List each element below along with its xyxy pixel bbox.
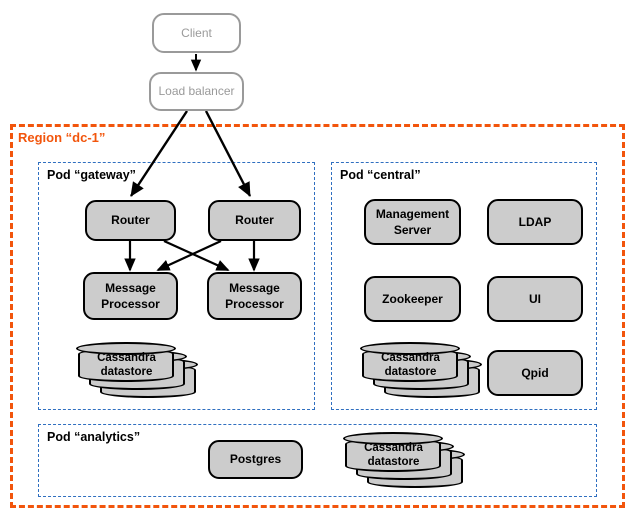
ui-node[interactable]: UI [487,276,583,322]
client-node[interactable]: Client [152,13,241,53]
cassandra-line1-central: Cassandra [381,352,440,364]
zookeeper-label: Zookeeper [382,291,443,306]
cassandra-datastore-stack-gateway[interactable] [76,340,200,402]
router-node-2[interactable]: Router [208,200,301,241]
cassandra-line2-central: datastore [384,366,437,379]
ui-label: UI [529,291,541,306]
management-server-label-line1: Management [375,206,450,221]
cassandra-line1-analytics: Cassandra [364,442,423,454]
load-balancer-node[interactable]: Load balancer [149,72,244,111]
router-node-1[interactable]: Router [85,200,176,241]
cylinder-front-1-top [76,342,176,355]
postgres-node[interactable]: Postgres [208,440,303,479]
client-label: Client [181,25,212,40]
pod-central-box [331,162,597,410]
message-processor-label-2-line1: Message [229,280,280,295]
cassandra-datastore-label-analytics: Cassandra datastore [346,441,441,470]
message-processor-label-1-line2: Processor [101,297,160,311]
ldap-label: LDAP [518,214,552,229]
router-label-1: Router [111,213,150,227]
cassandra-datastore-label-gateway: Cassandra datastore [79,351,174,380]
message-processor-node-2[interactable]: Message Processor [207,272,302,320]
cassandra-datastore-stack-analytics[interactable] [343,430,467,492]
pod-gateway-label: Pod “gateway” [45,168,138,182]
cassandra-datastore-label-central: Cassandra datastore [363,351,458,380]
message-processor-label-2-line2: Processor [225,297,284,311]
pod-analytics-label: Pod “analytics” [45,430,143,444]
qpid-node[interactable]: Qpid [487,350,583,396]
cassandra-line2-gateway: datastore [100,366,153,379]
message-processor-label-1-line1: Message [105,280,156,295]
cylinder-front-1-top [360,342,460,355]
message-processor-node-1[interactable]: Message Processor [83,272,178,320]
postgres-label: Postgres [229,452,282,466]
ldap-node[interactable]: LDAP [487,199,583,245]
cassandra-line1-gateway: Cassandra [97,352,156,364]
region-dc-1-box [10,124,625,508]
management-server-node[interactable]: Management Server [364,199,461,245]
load-balancer-label: Load balancer [158,84,235,98]
qpid-label: Qpid [521,365,549,380]
pod-central-label: Pod “central” [338,168,423,182]
region-dc-1-label: Region “dc-1” [16,130,108,145]
cassandra-datastore-stack-central[interactable] [360,340,484,402]
pod-analytics-box [38,424,597,497]
zookeeper-node[interactable]: Zookeeper [364,276,461,322]
cassandra-line2-analytics: datastore [367,456,420,469]
management-server-label-line2: Server [393,223,432,237]
cylinder-front-1-top [343,432,443,445]
router-label-2: Router [235,213,274,227]
